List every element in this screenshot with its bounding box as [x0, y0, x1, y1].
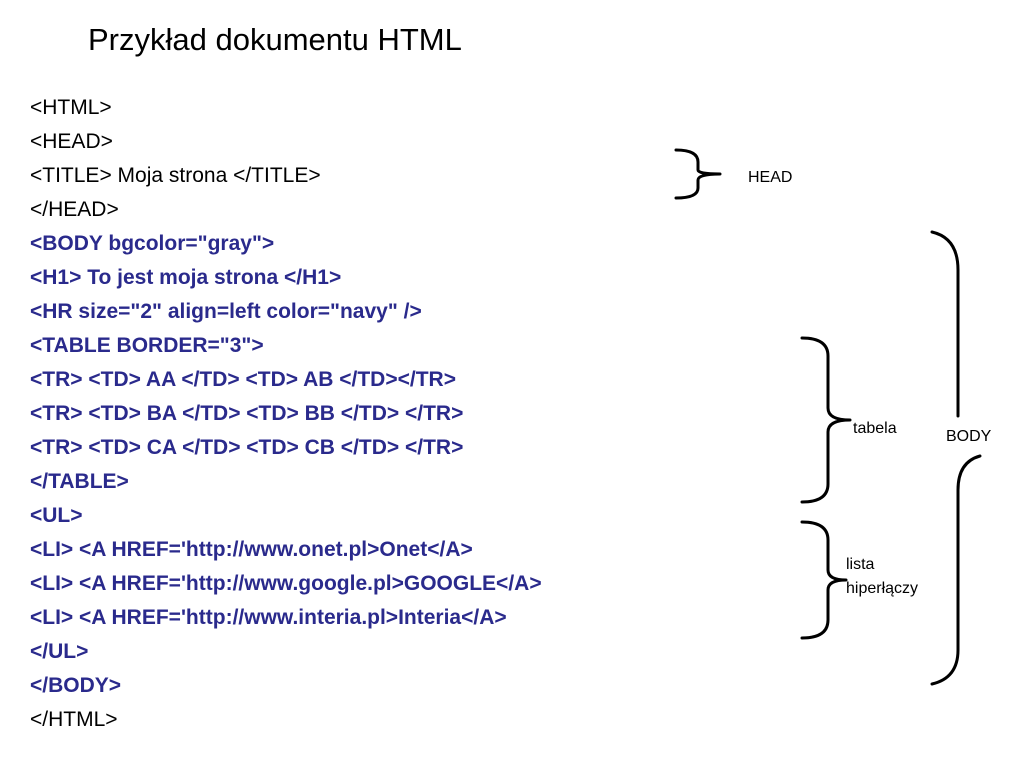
code-line-link-onet: <LI> <A HREF='http://www.onet.pl>Onet</A…: [30, 538, 473, 561]
tabela-brace-icon: [800, 336, 852, 504]
body-brace-upper-icon: [930, 230, 960, 418]
code-line-table-row-3: <TR> <TD> CA </TD> <TD> CB </TD> </TR>: [30, 436, 464, 459]
slide-title: Przykład dokumentu HTML: [88, 22, 462, 57]
body-label: BODY: [946, 428, 992, 445]
head-brace-icon: [674, 148, 722, 200]
lista-brace-icon: [800, 520, 848, 640]
code-line-table-row-1: <TR> <TD> AA </TD> <TD> AB </TD></TR>: [30, 368, 456, 391]
code-line-link-google: <LI> <A HREF='http://www.google.pl>GOOGL…: [30, 572, 542, 595]
code-line-html-close: </HTML>: [30, 708, 118, 731]
code-line-table-close: </TABLE>: [30, 470, 129, 493]
lista-label-line2: hiperłączy: [846, 580, 918, 597]
code-line-head-open: <HEAD>: [30, 130, 113, 153]
code-line-ul-close: </UL>: [30, 640, 89, 663]
code-line-title: <TITLE> Moja strona </TITLE>: [30, 164, 321, 187]
code-line-h1: <H1> To jest moja strona </H1>: [30, 266, 342, 289]
code-line-body-close: </BODY>: [30, 674, 122, 697]
head-label: HEAD: [748, 169, 792, 186]
code-line-link-interia: <LI> <A HREF='http://www.interia.pl>Inte…: [30, 606, 507, 629]
code-line-head-close: </HEAD>: [30, 198, 119, 221]
code-line-hr: <HR size="2" align=left color="navy" />: [30, 300, 422, 323]
lista-label-line1: lista: [846, 556, 875, 573]
code-line-table-row-2: <TR> <TD> BA </TD> <TD> BB </TD> </TR>: [30, 402, 464, 425]
tabela-label: tabela: [853, 420, 897, 437]
html-code-listing: <HTML> <HEAD> <TITLE> Moja strona </TITL…: [30, 91, 542, 737]
code-line-table-open: <TABLE BORDER="3">: [30, 334, 264, 357]
body-brace-lower-icon: [930, 454, 982, 686]
code-line-body-open: <BODY bgcolor="gray">: [30, 232, 275, 255]
code-line-ul-open: <UL>: [30, 504, 83, 527]
code-line-html-open: <HTML>: [30, 96, 112, 119]
